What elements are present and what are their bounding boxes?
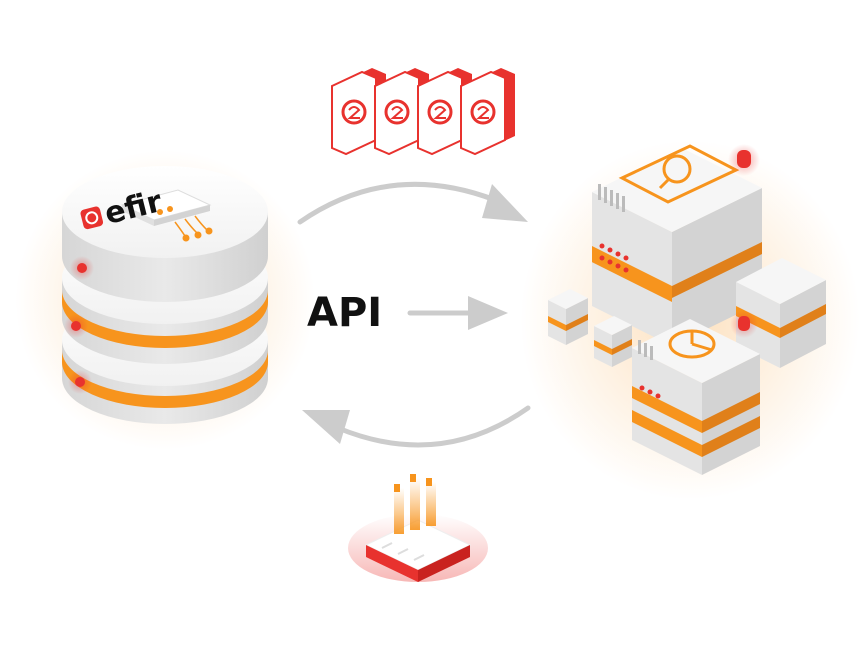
bar-chart-icon <box>348 474 488 582</box>
api-label: API <box>307 290 382 336</box>
arrow-top-curved <box>297 181 528 225</box>
document-stack-icon <box>331 68 515 156</box>
mini-block <box>594 316 632 367</box>
database-stack-icon: efir <box>15 150 315 450</box>
magnifier-icon <box>662 154 692 184</box>
chip-icon <box>120 189 213 242</box>
pie-chart-icon <box>668 329 716 359</box>
mini-block <box>548 289 588 345</box>
database-disc-top <box>62 166 268 302</box>
server-main <box>592 144 762 346</box>
server-cluster <box>520 140 860 500</box>
server-side <box>736 258 826 368</box>
server-front <box>632 310 760 475</box>
database-led-indicators <box>64 256 94 394</box>
arrow-bottom-curved <box>302 405 531 448</box>
document-card <box>460 68 515 156</box>
arrow-middle-straight <box>407 296 508 330</box>
